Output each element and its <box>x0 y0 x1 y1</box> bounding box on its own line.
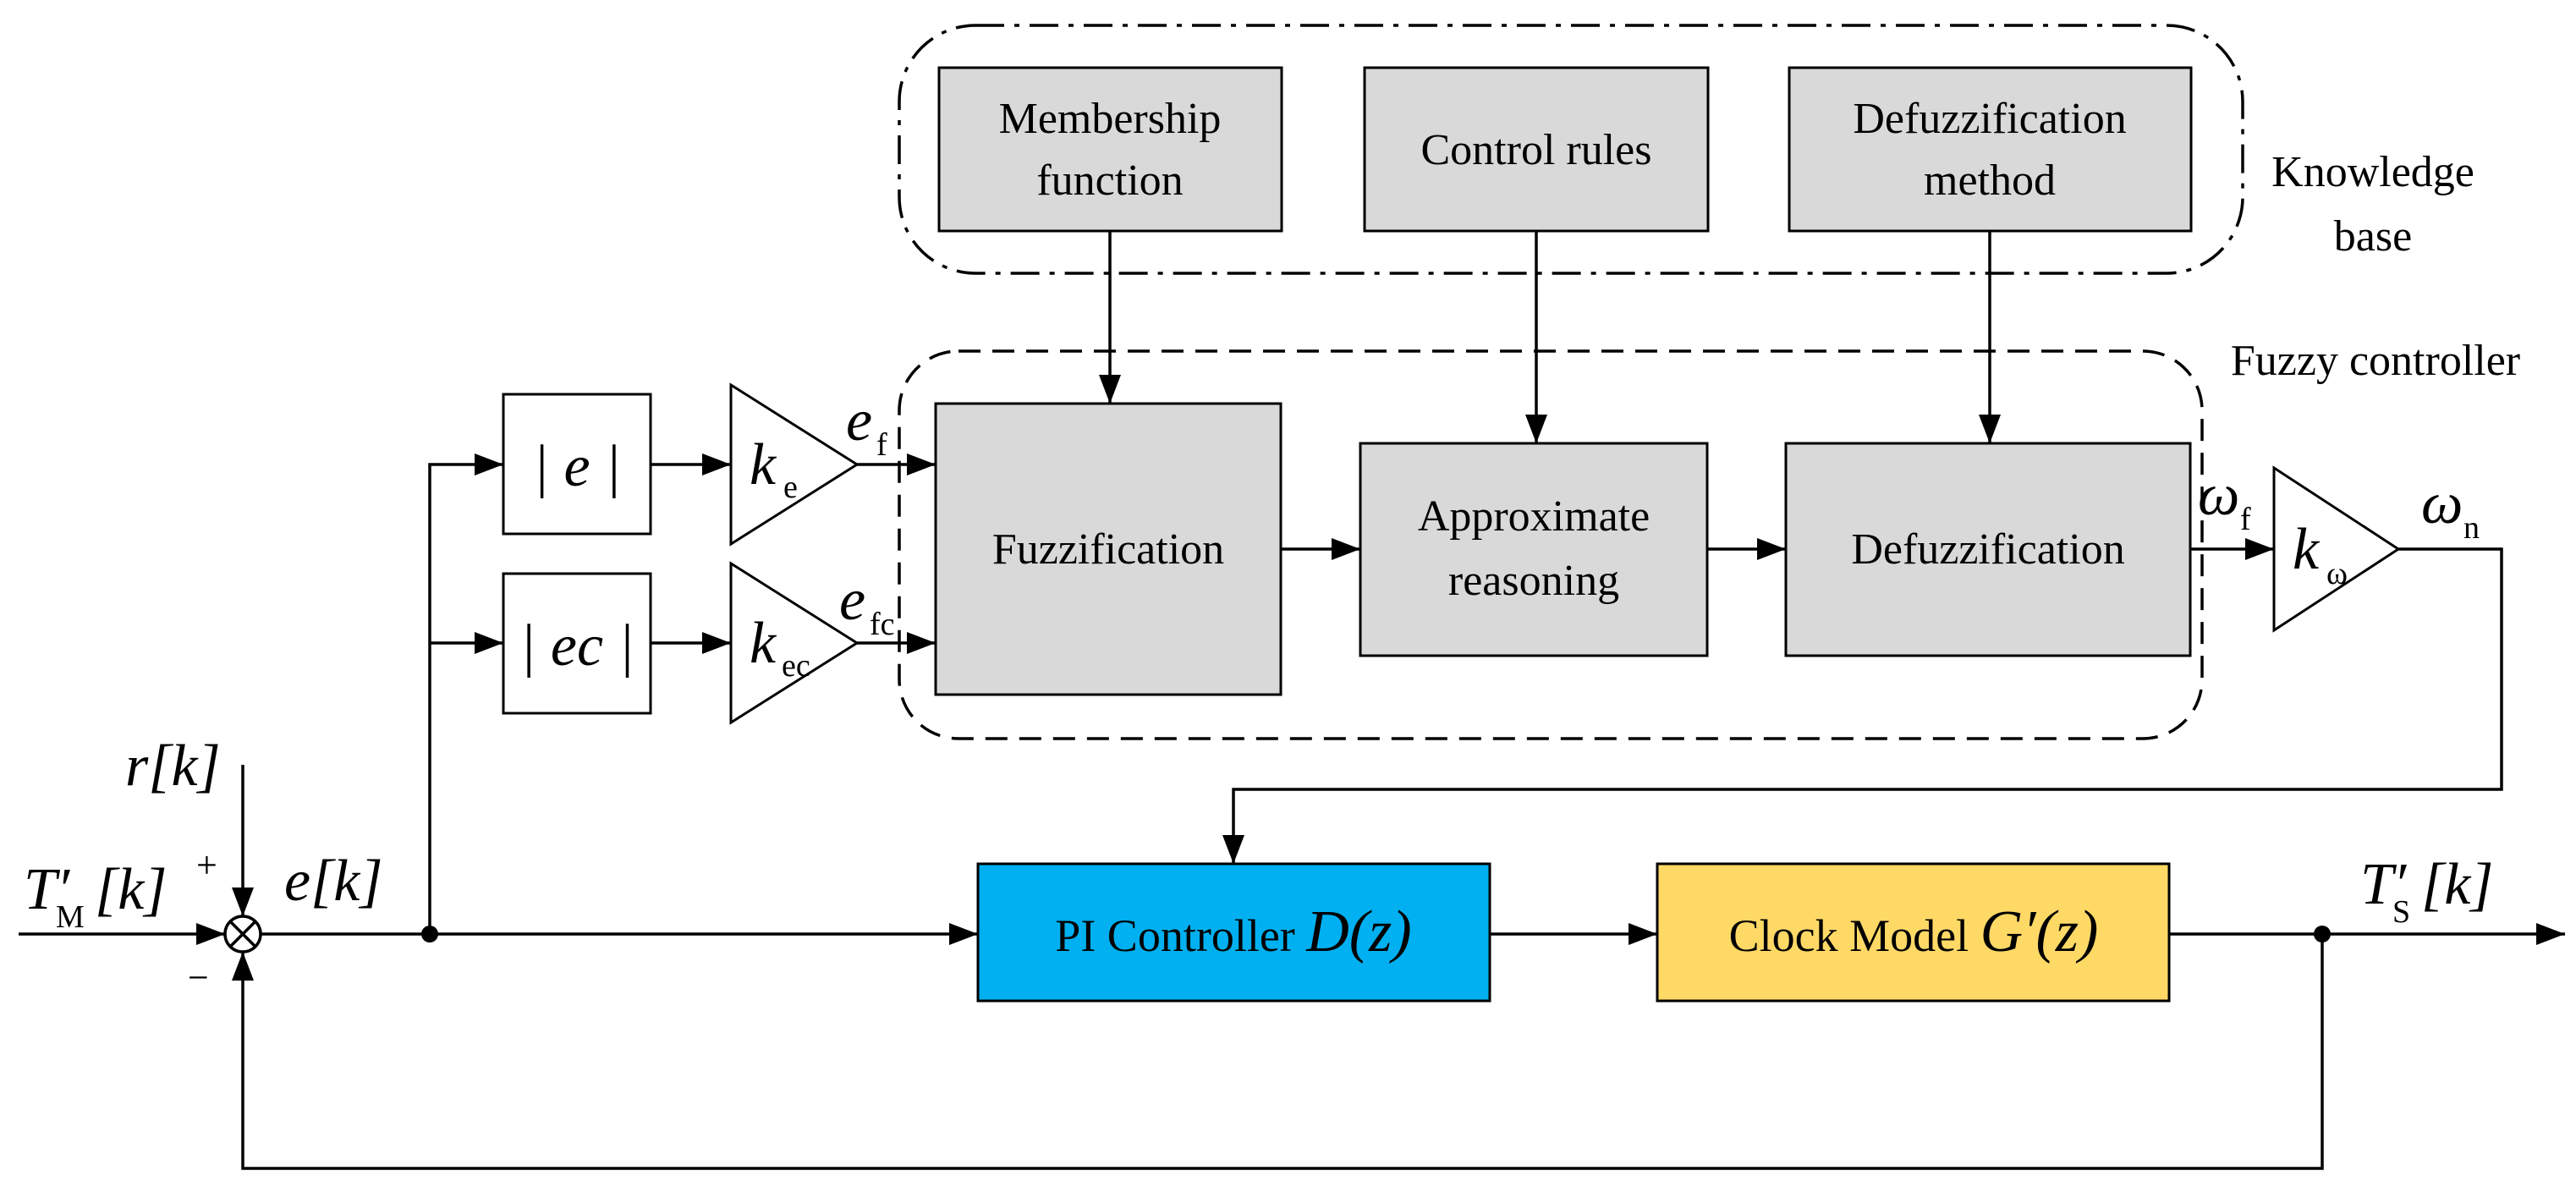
membership-function-block: Membership function <box>937 66 1283 233</box>
knowledge-base-label: Knowledge <box>2271 148 2474 196</box>
svg-text:Approximate: Approximate <box>1418 492 1650 541</box>
defuzzification-method-block: Defuzzification method <box>1788 66 2193 233</box>
svg-text:ec: ec <box>782 648 810 684</box>
gain-kec: k ec <box>729 561 860 725</box>
svg-text:e: e <box>783 470 798 505</box>
junction-dot-error <box>421 926 438 942</box>
svg-text:ω: ω <box>2326 556 2348 591</box>
svg-text:k: k <box>2293 517 2321 582</box>
svg-text:S: S <box>2392 894 2410 930</box>
svg-text:[k]: [k] <box>2421 852 2494 917</box>
signal-wires <box>19 231 2565 1170</box>
knowledge-base-label-line2: base <box>2334 212 2412 261</box>
plus-sign: + <box>196 844 217 886</box>
pi-controller-block: PI Controller D(z) <box>976 862 1491 1003</box>
svg-text:Fuzzification: Fuzzification <box>992 525 1224 574</box>
signal-omega-f-label: ω f <box>2198 463 2251 537</box>
svg-text:e: e <box>846 388 872 453</box>
svg-text:| ec |: | ec | <box>519 613 634 679</box>
svg-text:Clock Model G′(z): Clock Model G′(z) <box>1729 899 2099 964</box>
svg-text:ω: ω <box>2421 471 2463 536</box>
approximate-reasoning-block: Approximate reasoning <box>1359 442 1709 657</box>
svg-text:Defuzzification: Defuzzification <box>1853 95 2126 143</box>
svg-text:k: k <box>750 611 777 676</box>
svg-text:Membership: Membership <box>999 95 1222 143</box>
input-label: T′ M [k] <box>24 857 168 935</box>
reference-label: r[k] <box>125 734 221 799</box>
gain-ke: k e <box>729 382 860 547</box>
svg-text:| e |: | e | <box>533 434 622 499</box>
svg-text:f: f <box>2240 502 2251 537</box>
clock-model-block: Clock Model G′(z) <box>1656 862 2171 1003</box>
svg-text:M: M <box>56 899 85 935</box>
svg-text:[k]: [k] <box>95 857 168 922</box>
svg-text:fc: fc <box>870 607 895 642</box>
output-label: T′ S [k] <box>2360 852 2494 930</box>
gain-komega: k ω <box>2272 465 2401 633</box>
fuzzification-block: Fuzzification <box>934 402 1283 696</box>
error-label: e[k] <box>284 849 383 914</box>
knowledge-base-group <box>898 24 2244 275</box>
svg-text:e: e <box>839 568 865 633</box>
minus-sign: − <box>188 957 209 998</box>
svg-text:T′: T′ <box>2360 852 2408 917</box>
svg-text:f: f <box>876 427 887 463</box>
signal-omega-n-label: ω n <box>2421 471 2480 546</box>
control-rules-block: Control rules <box>1363 66 1710 233</box>
junction-dot-output <box>2314 926 2331 942</box>
signal-efc-label: e fc <box>839 568 895 642</box>
svg-text:T′: T′ <box>24 857 71 922</box>
svg-text:n: n <box>2463 510 2480 546</box>
signal-ef-label: e f <box>846 388 887 463</box>
svg-text:function: function <box>1036 157 1183 205</box>
fuzzy-controller-group <box>898 349 2204 740</box>
svg-text:method: method <box>1924 157 2056 205</box>
summing-junction <box>223 915 262 953</box>
abs-e-block: | e | <box>502 393 652 536</box>
svg-text:Defuzzification: Defuzzification <box>1851 525 2124 574</box>
svg-text:reasoning: reasoning <box>1448 557 1619 605</box>
svg-text:PI Controller D(z): PI Controller D(z) <box>1055 899 1411 964</box>
svg-text:Control rules: Control rules <box>1421 126 1652 174</box>
fuzzy-controller-label: Fuzzy controller <box>2231 337 2520 385</box>
svg-text:ω: ω <box>2198 463 2239 528</box>
svg-text:k: k <box>750 432 777 497</box>
defuzzification-block: Defuzzification <box>1784 442 2192 657</box>
abs-ec-block: | ec | <box>502 572 652 715</box>
